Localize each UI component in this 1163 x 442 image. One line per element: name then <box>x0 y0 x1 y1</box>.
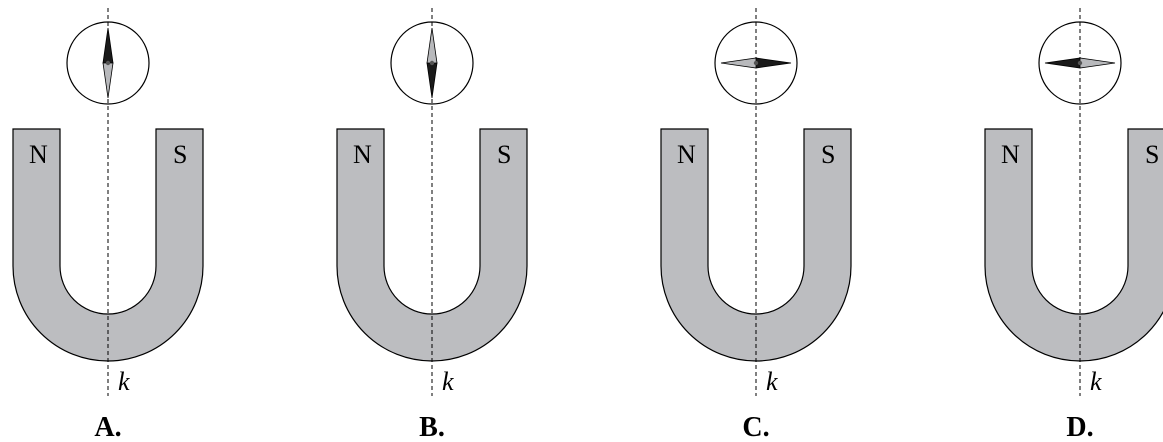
compass-needle <box>102 27 114 99</box>
option-d-panel: N SkD. <box>984 8 1163 442</box>
option-b-panel: N SkB. <box>336 8 528 442</box>
pole-label-north: N <box>1001 140 1020 169</box>
needle-pivot <box>105 60 111 66</box>
pole-label-south: S <box>821 140 835 169</box>
compass-icon <box>714 21 798 105</box>
option-a-panel: N SkA. <box>12 8 204 442</box>
needle-pivot <box>753 60 759 66</box>
pole-label-north: N <box>353 140 372 169</box>
needle-pivot <box>1077 60 1083 66</box>
needle-pivot <box>429 60 435 66</box>
compass-needle <box>720 57 792 69</box>
horseshoe-magnet <box>660 128 852 362</box>
horseshoe-magnet <box>12 128 204 362</box>
compass-icon <box>1038 21 1122 105</box>
pole-label-south: S <box>1145 140 1159 169</box>
pole-label-south: S <box>173 140 187 169</box>
compass-needle <box>1044 57 1116 69</box>
option-c-panel: N SkC. <box>660 8 852 442</box>
axis-label-k: k <box>442 367 454 396</box>
pole-label-north: N <box>29 140 48 169</box>
compass-icon <box>66 21 150 105</box>
option-label: C. <box>742 412 769 442</box>
pole-label-south: S <box>497 140 511 169</box>
axis-label-k: k <box>766 367 778 396</box>
horseshoe-magnet <box>984 128 1163 362</box>
axis-label-k: k <box>118 367 130 396</box>
option-label: A. <box>94 412 121 442</box>
horseshoe-magnet <box>336 128 528 362</box>
compass-needle <box>426 27 438 99</box>
compass-icon <box>390 21 474 105</box>
option-label: B. <box>419 412 445 442</box>
option-label: D. <box>1066 412 1093 442</box>
axis-label-k: k <box>1090 367 1102 396</box>
pole-label-north: N <box>677 140 696 169</box>
